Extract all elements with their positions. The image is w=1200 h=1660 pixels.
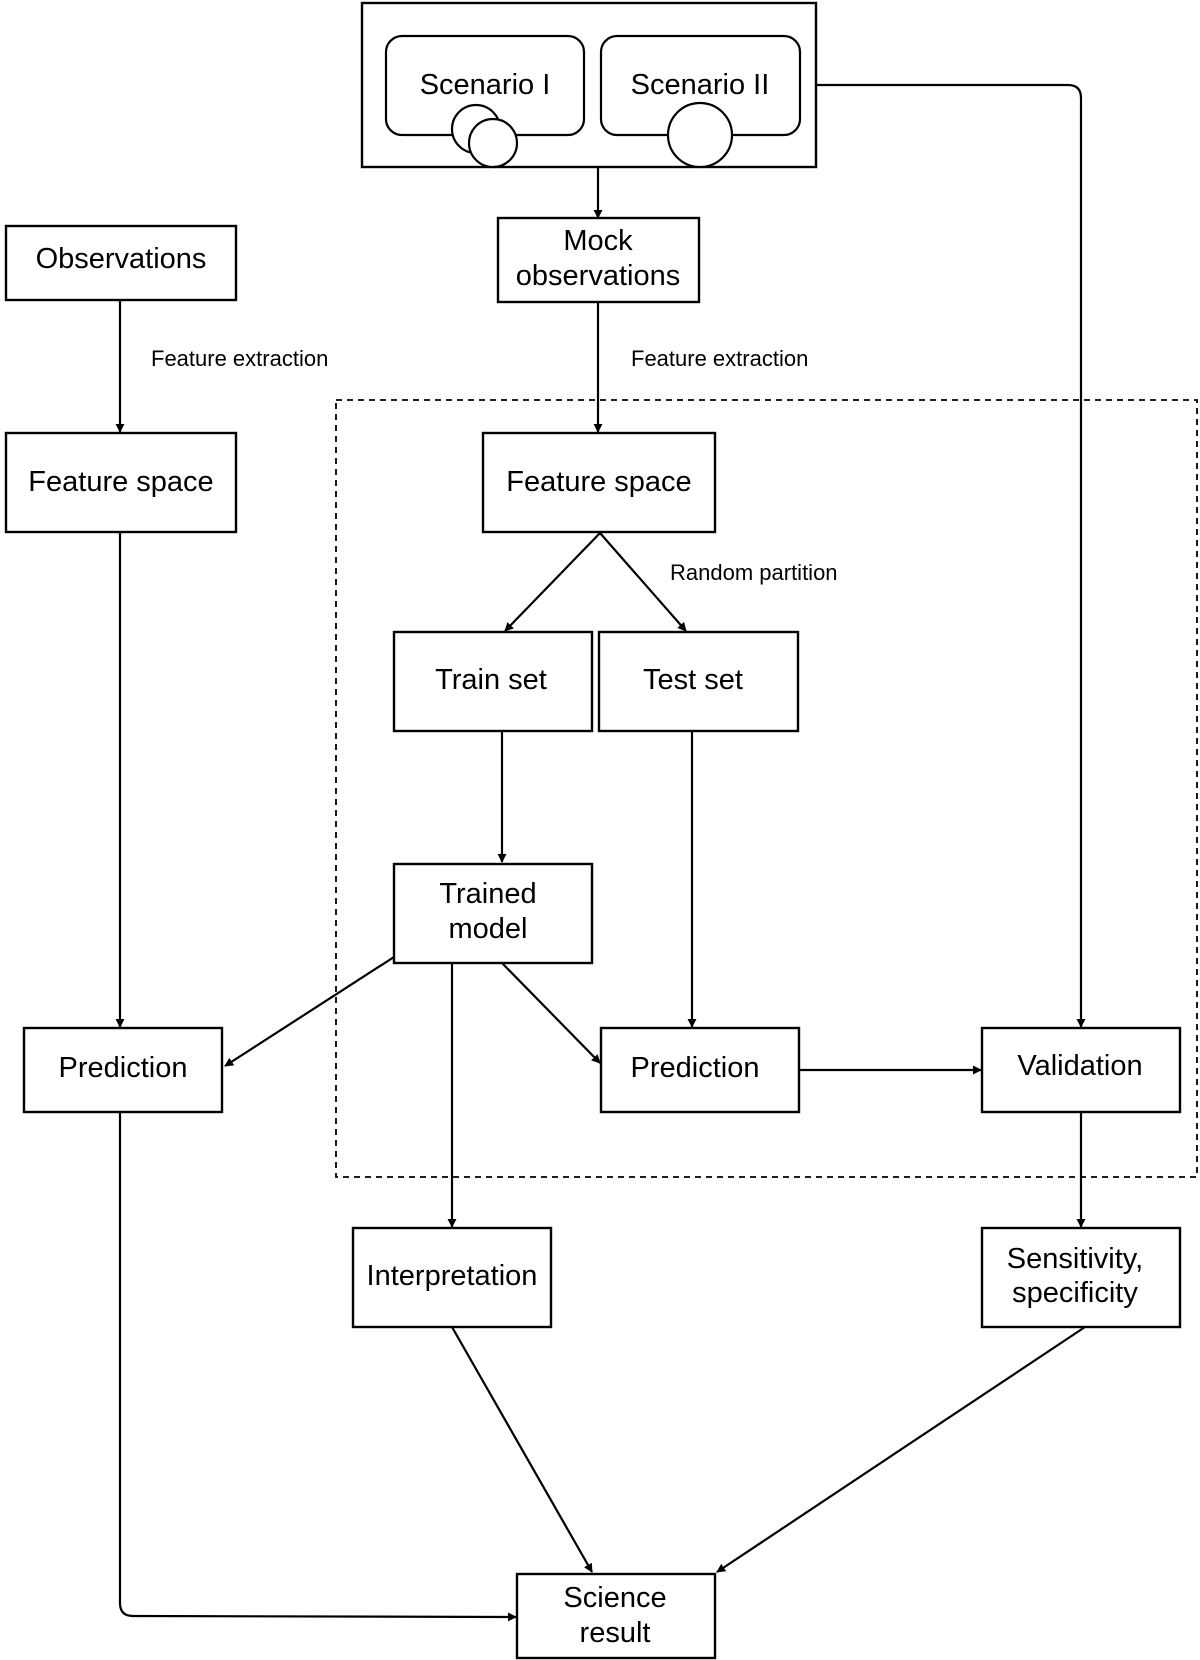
edge-feature-space-to-train <box>504 532 601 632</box>
feature-space-right-label: Feature space <box>506 466 691 498</box>
sensitivity-label-line2: specificity <box>1012 1277 1138 1309</box>
feature-space-right-box <box>481 431 717 534</box>
trained-model-box <box>392 862 594 965</box>
node-interpretation: Interpretation <box>351 1226 553 1329</box>
sensitivity-label-line1: Sensitivity, <box>1007 1243 1143 1275</box>
test-set-label: Test set <box>643 664 743 696</box>
node-feature-space-left: Feature space <box>4 431 238 534</box>
scenario-2-circle <box>666 101 734 169</box>
node-trained-model: Trained model <box>392 862 594 965</box>
test-set-box <box>597 630 800 733</box>
feature-space-left-box <box>4 431 238 534</box>
node-validation: Validation <box>980 1026 1182 1114</box>
prediction-right-label: Prediction <box>631 1052 760 1084</box>
edges <box>115 83 1086 1622</box>
train-set-label: Train set <box>435 664 547 696</box>
validation-label: Validation <box>1017 1050 1142 1082</box>
train-set-box <box>392 630 594 733</box>
prediction-left-label: Prediction <box>59 1052 188 1084</box>
node-mock-observations: Mock observations <box>496 216 701 304</box>
node-observations: Observations <box>4 224 238 302</box>
node-train-set: Train set <box>392 630 594 733</box>
observations-label: Observations <box>36 243 207 275</box>
edge-label-feature-extraction-right: Feature extraction <box>631 346 808 371</box>
node-sensitivity-specificity: Sensitivity, specificity <box>980 1226 1182 1329</box>
node-feature-space-right: Feature space <box>481 431 717 534</box>
interpretation-box <box>351 1226 553 1329</box>
node-prediction-right: Prediction <box>599 1026 801 1114</box>
scenario-1-circle-front <box>467 117 519 169</box>
trained-model-label-line2: model <box>449 913 528 945</box>
observations-box <box>4 224 238 302</box>
training-region-boundary <box>335 399 1198 1178</box>
scenario-2-label: Scenario II <box>631 69 770 101</box>
node-test-set: Test set <box>597 630 800 733</box>
edge-sensitivity-to-result <box>716 1326 1086 1573</box>
edge-model-to-prediction-right <box>501 962 601 1064</box>
scenario-1-label: Scenario I <box>420 69 551 101</box>
mock-observations-label-line1: Mock <box>563 225 633 257</box>
node-prediction-left: Prediction <box>22 1026 224 1114</box>
validation-box <box>980 1026 1182 1114</box>
prediction-left-box <box>22 1026 224 1114</box>
scenarios-group: Scenario I Scenario II <box>360 1 818 169</box>
mock-observations-box <box>496 216 701 304</box>
edge-prediction-left-to-result <box>118 1112 517 1622</box>
science-result-label-line1: Science <box>563 1582 666 1614</box>
prediction-right-box <box>599 1026 801 1114</box>
mock-observations-label-line2: observations <box>516 260 680 292</box>
science-result-label-line2: result <box>580 1617 651 1649</box>
feature-space-left-label: Feature space <box>28 466 213 498</box>
edge-scenario2-to-validation <box>816 83 1086 1028</box>
trained-model-label-line1: Trained <box>439 878 536 910</box>
edge-feature-space-to-test <box>599 532 687 632</box>
science-result-box <box>515 1572 717 1660</box>
edge-label-random-partition: Random partition <box>670 560 838 585</box>
interpretation-label: Interpretation <box>367 1260 538 1292</box>
edge-model-to-prediction-left <box>224 956 395 1067</box>
node-science-result: Science result <box>515 1572 717 1660</box>
edge-label-feature-extraction-left: Feature extraction <box>151 346 328 371</box>
sensitivity-specificity-box <box>980 1226 1182 1329</box>
edge-interpretation-to-result <box>451 1326 593 1573</box>
